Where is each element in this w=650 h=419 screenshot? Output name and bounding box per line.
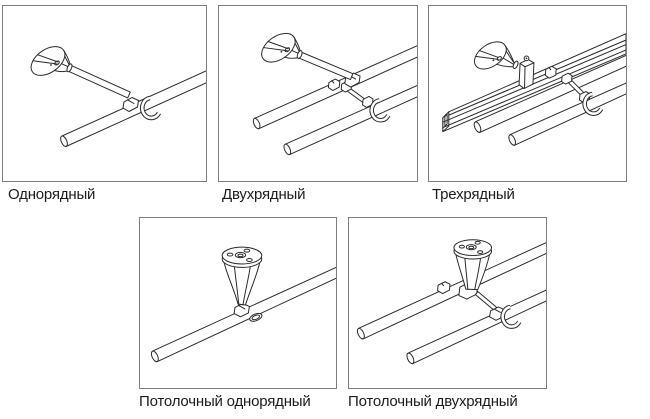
bracket-arm <box>67 64 131 99</box>
rear-rod-pipe <box>356 242 546 340</box>
ceiling-cone-mount <box>221 246 263 306</box>
panel-double-row: Двухрядный <box>218 5 418 203</box>
square-rail-profile <box>442 33 626 133</box>
wall-bracket-double-rod-illustration <box>252 32 417 156</box>
ceiling-bracket-double-rod-illustration <box>356 239 546 365</box>
wall-bracket-single-rod-illustration <box>30 46 206 147</box>
front-pipe-ring-clip-icon <box>369 98 391 123</box>
panel-ceiling-single-row: Потолочный однорядный <box>139 217 337 410</box>
middle-rod-pipe <box>473 54 626 134</box>
panel-caption: Однорядный <box>8 186 96 203</box>
rod-clamp <box>233 303 250 318</box>
panel-frame <box>139 217 337 389</box>
front-rod-pipe <box>406 289 546 365</box>
rear-rod-clip <box>327 78 341 92</box>
ceiling-bracket-single-rod-illustration <box>150 246 336 363</box>
rod-clamp <box>122 97 139 112</box>
rear-rod-clip <box>437 281 451 295</box>
panel-caption: Трехрядный <box>432 186 515 203</box>
front-pipe-ring-clip-icon <box>582 91 604 116</box>
pipe-ring-clip-icon <box>139 95 162 121</box>
panel-single-row: Однорядный <box>2 5 207 203</box>
front-rod-pipe <box>283 85 417 156</box>
bridge-connector <box>340 80 374 108</box>
panel-caption: Потолочный однорядный <box>139 393 311 410</box>
bracket-arm <box>297 51 354 81</box>
panel-ceiling-double-row: Потолочный двухрядный <box>348 217 547 410</box>
panel-frame <box>2 5 207 182</box>
wall-bracket-triple-row-illustration <box>442 33 626 146</box>
panel-frame <box>428 5 627 182</box>
rail-clip <box>544 65 557 79</box>
bridge-connector <box>474 291 498 311</box>
wall-cone-mount <box>474 41 519 70</box>
front-pipe-ring-clip-icon <box>500 304 522 329</box>
pipe-clip <box>249 312 263 322</box>
panel-triple-row: Трехрядный <box>428 5 627 203</box>
rail-collar-clamp <box>518 55 535 90</box>
panel-caption: Двухрядный <box>222 186 306 203</box>
ceiling-cone-mount <box>453 239 493 291</box>
front-rod-pipe <box>508 82 626 146</box>
wall-cone-mount <box>30 46 73 76</box>
panel-caption: Потолочный двухрядный <box>348 393 518 410</box>
wall-cone-mount <box>261 32 303 63</box>
panel-frame <box>218 5 418 182</box>
panel-frame <box>348 217 547 389</box>
